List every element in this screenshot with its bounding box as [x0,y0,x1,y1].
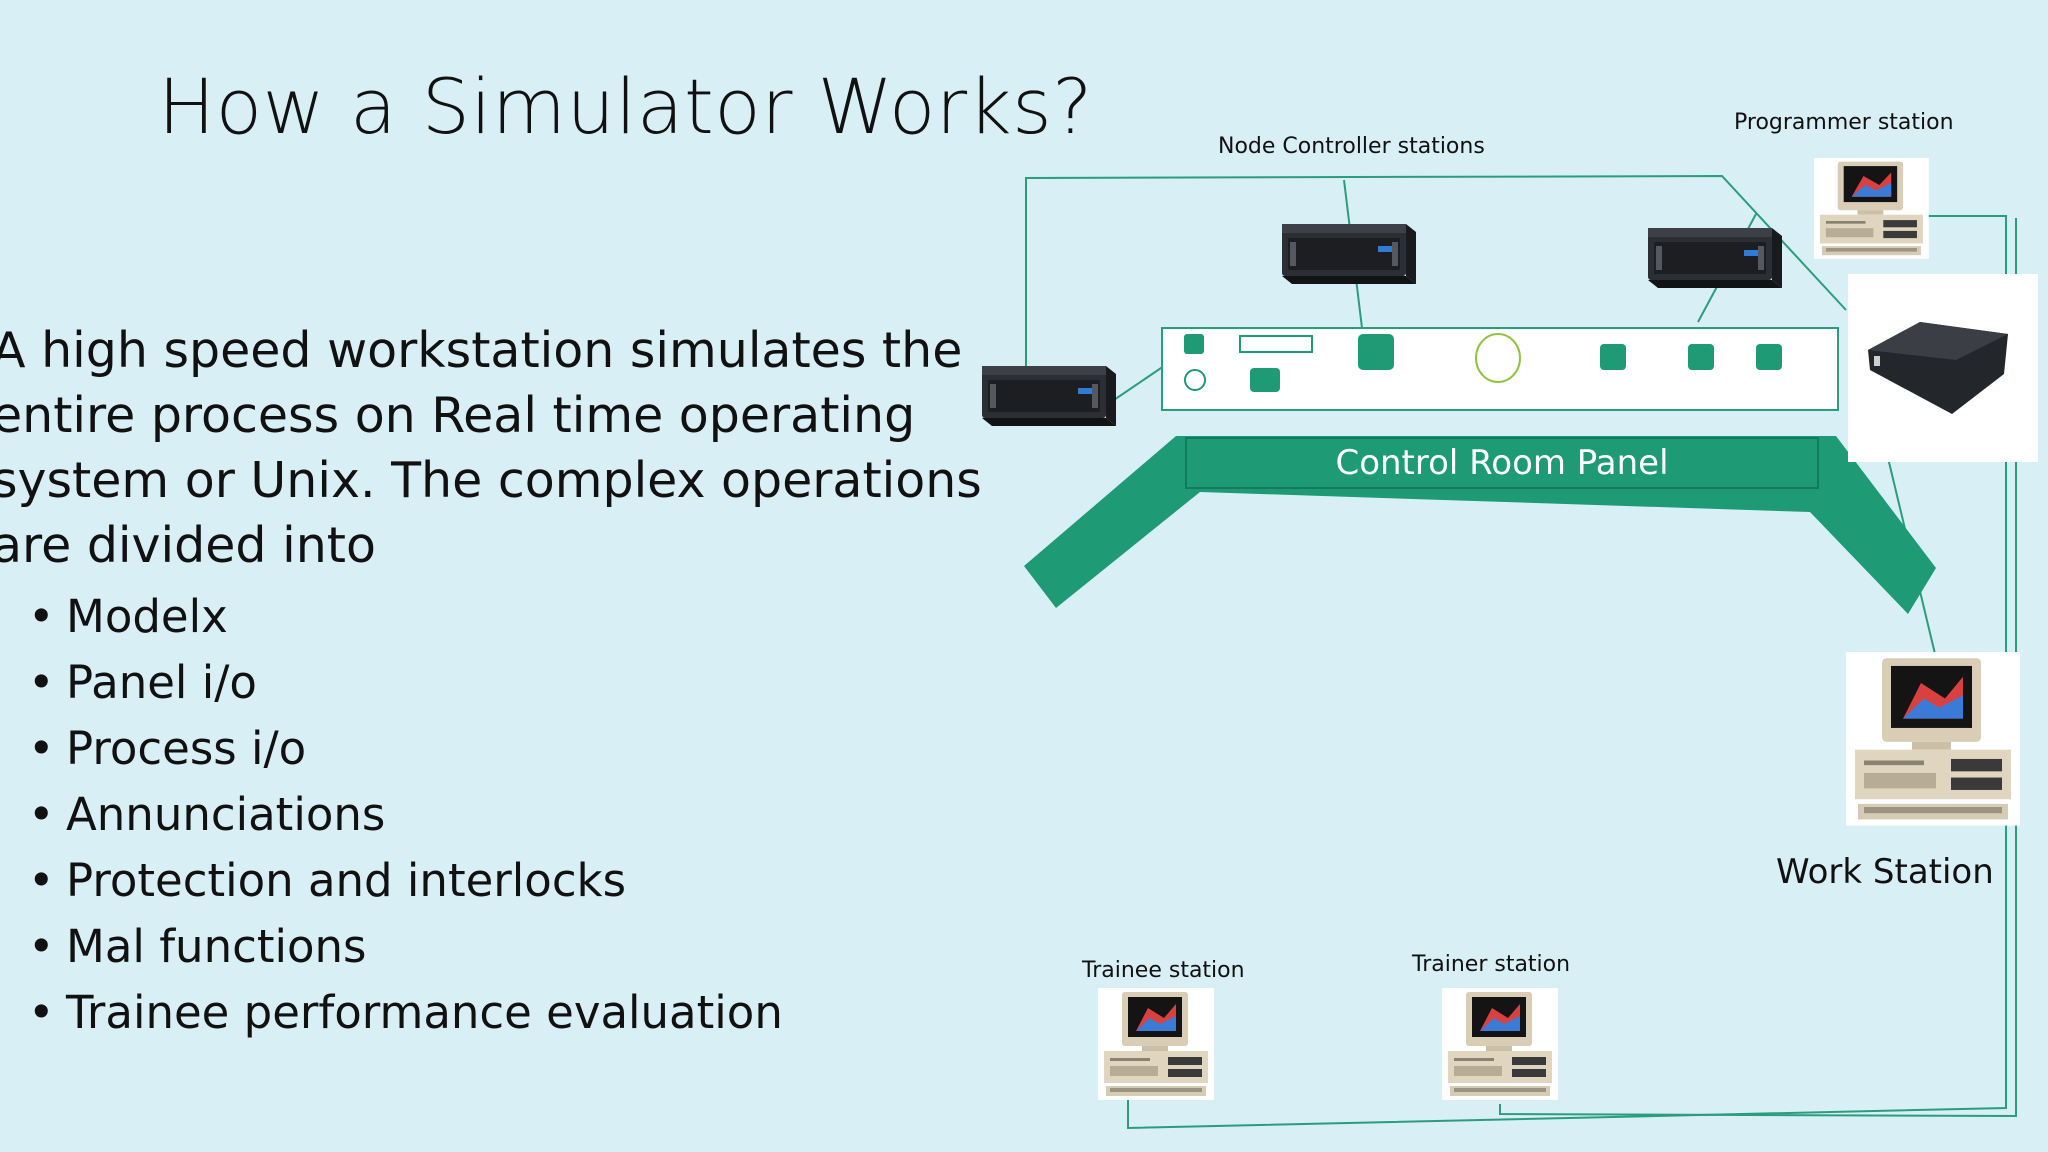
bullet-icon: • [28,722,55,775]
bullet-text: Protection and interlocks [66,854,627,907]
server-icon [1282,224,1416,284]
panel-indicator [1358,334,1394,370]
bullet-text: Trainee performance evaluation [66,986,783,1039]
connector-line [1107,365,1165,405]
bullet-text: Annunciations [66,788,386,841]
trainer-station-label: Trainer station [1412,952,1571,977]
server-icon [982,366,1116,426]
body-line: are divided into [0,517,376,574]
desktop-computer-icon [1442,988,1558,1100]
panel-indicator [1756,344,1782,370]
panel-display [1239,335,1313,353]
desktop-computer-icon [1098,988,1214,1100]
network-router-icon [1848,274,2038,462]
bullet-list: •Modelx •Panel i/o •Process i/o •Annunci… [28,584,783,1046]
bullet-item: •Modelx [28,584,783,650]
node-controller-label: Node Controller stations [1218,134,1485,159]
connector-line [1127,215,2007,1130]
panel-indicator [1250,368,1280,392]
bullet-text: Mal functions [66,920,367,973]
work-station-label: Work Station [1776,852,1994,892]
panel-lamp [1184,369,1206,391]
bullet-text: Process i/o [66,722,307,775]
body-line: A high speed workstation simulates the [0,322,963,379]
bullet-icon: • [28,920,55,973]
bullet-icon: • [28,986,55,1039]
panel-indicator [1688,344,1714,370]
bullet-icon: • [28,656,55,709]
bullet-item: •Panel i/o [28,650,783,716]
bullet-text: Modelx [66,590,228,643]
panel-indicator [1184,334,1204,354]
programmer-station-label: Programmer station [1734,110,1954,135]
panel-dial [1475,333,1521,383]
bullet-icon: • [28,788,55,841]
control-room-panel-banner [1185,437,1819,489]
trainee-station-label: Trainee station [1082,958,1245,983]
bullet-icon: • [28,854,55,907]
body-line: system or Unix. The complex operations [0,452,982,509]
body-line: entire process on Real time operating [0,387,916,444]
panel-indicator [1600,344,1626,370]
bullet-item: •Mal functions [28,914,783,980]
server-icon [1648,228,1782,288]
bullet-item: •Protection and interlocks [28,848,783,914]
control-room-panel-label: Control Room Panel [1335,443,1669,483]
control-panel-box [1161,327,1839,411]
desktop-computer-icon [1846,652,2020,826]
bullet-text: Panel i/o [66,656,257,709]
connector-line [1025,174,1847,372]
desktop-computer-icon [1814,158,1929,259]
bullet-item: •Process i/o [28,716,783,782]
bullet-item: •Annunciations [28,782,783,848]
bullet-item: •Trainee performance evaluation [28,980,783,1046]
body-paragraph: A high speed workstation simulates the e… [0,318,982,578]
slide-title: How a Simulator Works? [158,62,1094,151]
bullet-icon: • [28,590,55,643]
